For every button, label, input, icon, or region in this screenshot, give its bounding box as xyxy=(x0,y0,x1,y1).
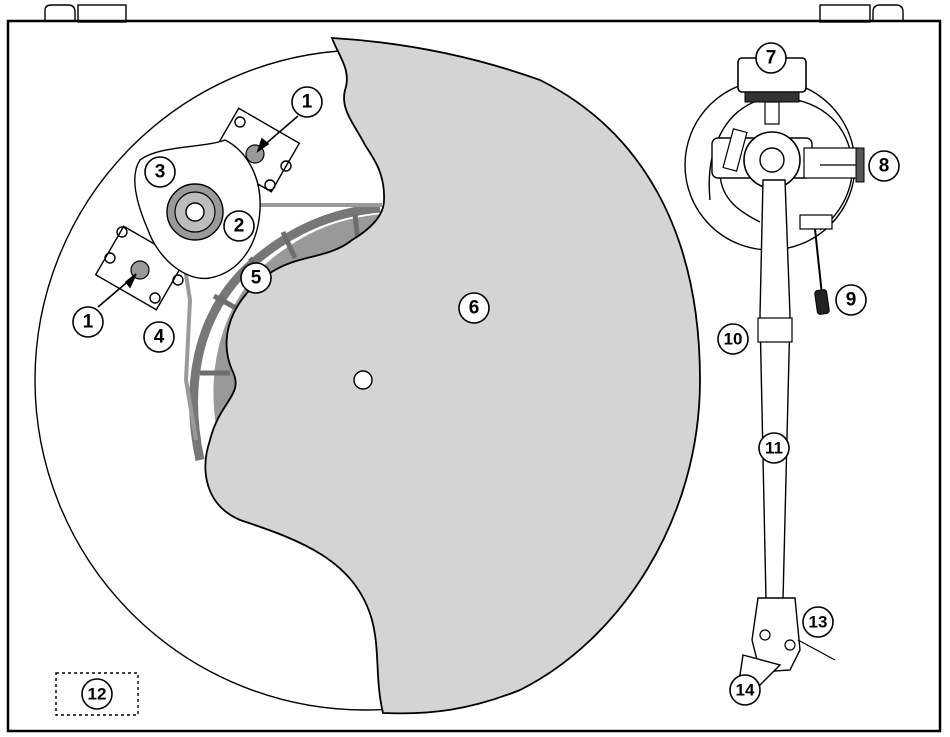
cue-cable xyxy=(719,174,761,223)
svg-text:11: 11 xyxy=(765,439,783,458)
platter-mat xyxy=(204,37,701,715)
motor-pulley xyxy=(166,183,224,241)
callout-headshell-screws: 13 xyxy=(802,606,834,638)
tonearm-collar xyxy=(757,317,793,343)
anti-skate-dial xyxy=(820,147,865,183)
screw-arrows xyxy=(97,115,299,308)
svg-text:8: 8 xyxy=(879,156,890,177)
callout-drive-belt: 5 xyxy=(240,262,272,294)
spindle xyxy=(353,370,373,390)
svg-text:5: 5 xyxy=(251,268,262,289)
callout-motor-screw-bottom: 1 xyxy=(72,306,104,338)
callout-motor-pulley: 2 xyxy=(223,210,255,242)
svg-text:10: 10 xyxy=(724,330,743,349)
svg-text:12: 12 xyxy=(88,685,107,704)
callout-anti-skate-dial: 8 xyxy=(868,150,900,182)
svg-text:6: 6 xyxy=(469,298,480,319)
cue-lever xyxy=(799,214,833,315)
motor-mount-plate-top xyxy=(209,107,301,193)
top-right-hinge xyxy=(819,4,904,23)
svg-text:9: 9 xyxy=(846,290,857,311)
svg-text:3: 3 xyxy=(155,162,166,183)
callout-hinge-socket: 12 xyxy=(81,678,113,710)
svg-text:13: 13 xyxy=(809,613,828,632)
top-left-hinge xyxy=(44,4,127,23)
callout-tonearm-base: 10 xyxy=(717,323,749,355)
callout-motor-screw-top: 1 xyxy=(291,86,323,118)
callout-motor-housing: 3 xyxy=(144,156,176,188)
svg-text:14: 14 xyxy=(736,681,755,700)
callout-cue-lever: 9 xyxy=(835,284,867,316)
callout-cartridge: 14 xyxy=(729,674,761,706)
counterweight xyxy=(737,57,807,125)
svg-text:4: 4 xyxy=(154,327,165,348)
tonearm-gimbal xyxy=(711,128,859,189)
callout-tonearm: 11 xyxy=(758,432,790,464)
svg-text:1: 1 xyxy=(302,92,313,113)
svg-text:2: 2 xyxy=(234,216,245,237)
callout-motor-mount-plate: 4 xyxy=(143,321,175,353)
svg-text:1: 1 xyxy=(83,312,94,333)
hinge-socket xyxy=(55,672,139,716)
svg-text:7: 7 xyxy=(766,48,777,69)
callout-platter-mat: 6 xyxy=(458,292,490,324)
callout-counterweight: 7 xyxy=(755,42,787,74)
plinth-frame xyxy=(6,19,942,733)
